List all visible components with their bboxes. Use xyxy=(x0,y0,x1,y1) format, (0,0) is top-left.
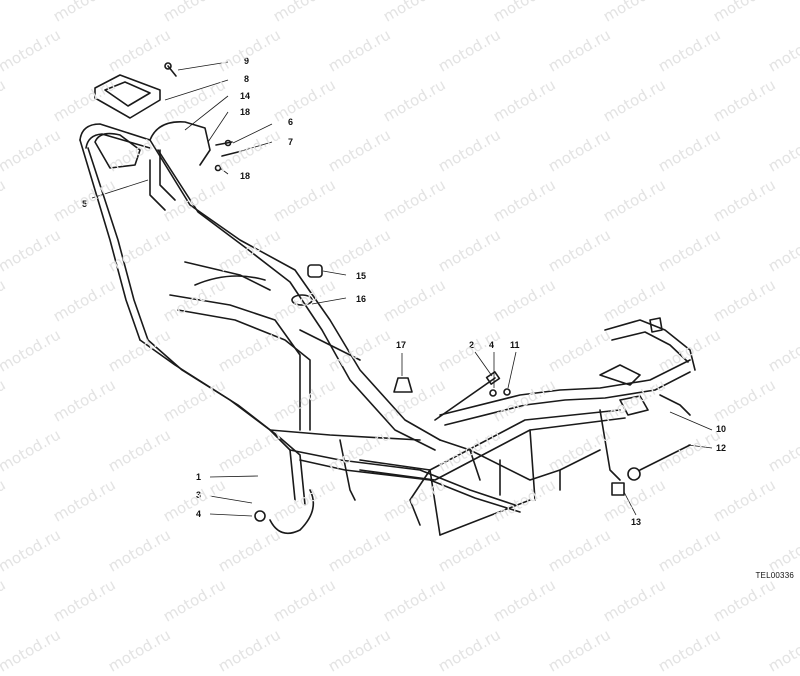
callout-8: 8 xyxy=(244,74,249,84)
callout-2: 2 xyxy=(469,340,474,350)
callout-13: 13 xyxy=(631,517,641,527)
watermark-text: motod.ru xyxy=(545,625,614,676)
callout-9: 9 xyxy=(244,56,249,66)
frame-drawing: 9 8 14 18 6 7 18 5 15 16 17 2 4 11 10 12… xyxy=(79,56,726,536)
callout-15: 15 xyxy=(356,271,366,281)
callout-18-upper: 18 xyxy=(240,107,250,117)
callout-7: 7 xyxy=(288,137,293,147)
callout-6: 6 xyxy=(288,117,293,127)
seat-bracket-plate xyxy=(94,74,161,119)
bolt-15 xyxy=(307,264,323,278)
callout-5: 5 xyxy=(82,199,87,209)
bush-13 xyxy=(611,482,625,496)
seat-rail-loop xyxy=(94,121,211,211)
engine-cradle xyxy=(269,409,626,536)
callout-18-lower: 18 xyxy=(240,171,250,181)
nut-11 xyxy=(503,388,511,396)
leader-lines xyxy=(91,61,713,517)
callout-17: 17 xyxy=(396,340,406,350)
watermark-text: motod.ru xyxy=(215,625,284,676)
washer-4 xyxy=(254,389,497,522)
pin-9 xyxy=(164,62,177,77)
watermark-text: motod.ru xyxy=(655,625,724,676)
watermark-text: motod.ru xyxy=(435,625,504,676)
callout-labels: 9 8 14 18 6 7 18 5 15 16 17 2 4 11 10 12… xyxy=(82,56,726,527)
callout-14: 14 xyxy=(240,91,250,101)
callout-11: 11 xyxy=(510,340,520,350)
watermark-text: motod.ru xyxy=(765,625,800,676)
callout-4-upper: 4 xyxy=(489,340,494,350)
watermark-text: motod.ru xyxy=(325,625,394,676)
stud-6-7 xyxy=(214,139,239,172)
reference-code: TEL00336 xyxy=(755,571,794,580)
watermark-text: motod.ru xyxy=(0,625,64,676)
callout-1: 1 xyxy=(196,472,201,482)
callout-3: 3 xyxy=(196,490,201,500)
callout-10: 10 xyxy=(716,424,726,434)
grommet-16 xyxy=(291,294,313,306)
front-head-bracket xyxy=(439,317,696,426)
callout-12: 12 xyxy=(716,443,726,453)
watermark-text: motod.ru xyxy=(105,625,174,676)
callout-16: 16 xyxy=(356,294,366,304)
rear-upper-tube xyxy=(79,123,441,451)
main-frame-loop xyxy=(139,261,521,513)
callout-4-lower: 4 xyxy=(196,509,201,519)
bolt-12 xyxy=(627,444,691,481)
plug-17 xyxy=(393,377,413,393)
bolt-2 xyxy=(434,371,501,421)
